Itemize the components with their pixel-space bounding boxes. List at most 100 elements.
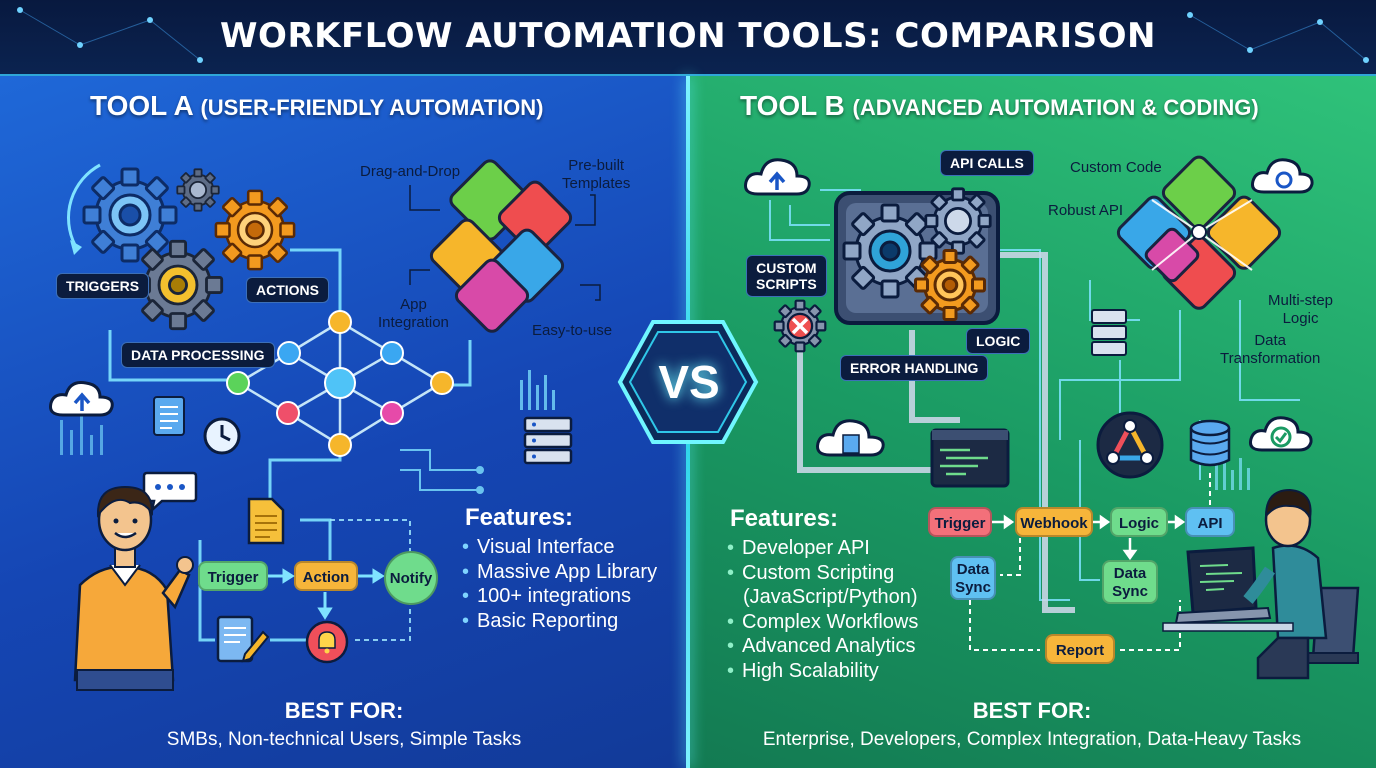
- edit-document-icon: [216, 615, 270, 663]
- vs-hexagon-badge: [617, 320, 759, 444]
- developer-avatar-illustration: [1162, 488, 1360, 680]
- tool-b-data-sync-right-line1: Data: [1113, 565, 1147, 582]
- feature-item-text: Basic Reporting: [477, 609, 619, 632]
- tool-b-flow-trigger: Trigger: [928, 507, 992, 537]
- error-gear-icon: [773, 299, 827, 353]
- document-icon: [153, 396, 185, 436]
- tool-b-flow-api: API: [1185, 507, 1235, 537]
- gears-cluster-icon: [67, 163, 296, 331]
- tool-a-best-for-text: SMBs, Non-technical Users, Simple Tasks: [166, 729, 522, 750]
- tool-b-flow-data-sync-left: Data Sync: [950, 556, 996, 600]
- drag-drop-label: Drag-and-Drop: [360, 163, 461, 180]
- custom-scripts-label: CUSTOM SCRIPTS: [746, 255, 827, 297]
- data-processing-label: DATA PROCESSING: [121, 342, 275, 368]
- database-icon: [1189, 419, 1231, 467]
- clock-icon: [203, 417, 241, 455]
- app-integration-label: App Integration: [378, 296, 449, 332]
- feature-item-text: Advanced Analytics: [742, 635, 916, 657]
- multistep-logic-label: Multi-step Logic: [1268, 292, 1333, 328]
- prebuilt-line1: Pre-built: [568, 157, 625, 174]
- code-machine-gears-icon: [834, 187, 1000, 325]
- server-stack-icon: [1091, 309, 1127, 356]
- tool-a-connector-lines: [60, 248, 555, 642]
- data-transformation-line1: Data: [1254, 332, 1286, 349]
- data-transformation-line2: Transformation: [1220, 350, 1321, 367]
- feature-item: •Basic Reporting: [462, 609, 657, 634]
- data-transformation-label: Data Transformation: [1220, 332, 1320, 368]
- tool-a-title-main: TOOL A: [90, 90, 193, 121]
- custom-scripts-line2: SCRIPTS: [756, 276, 817, 292]
- bullet-icon: •: [462, 585, 470, 607]
- app-integration-line2: Integration: [378, 314, 449, 331]
- tool-a-flow-action: Action: [294, 561, 358, 591]
- cloud-upload-icon: [49, 381, 114, 417]
- prebuilt-templates-label: Pre-built Templates: [562, 157, 630, 193]
- feature-item: • Advanced Analytics: [727, 634, 918, 659]
- tool-a-flow-notify: Notify: [384, 551, 438, 605]
- bell-alert-icon: [305, 620, 349, 664]
- feature-item-text: High Scalability: [742, 659, 879, 682]
- puzzle-network-icon: [1116, 155, 1282, 310]
- tool-b-flow-report: Report: [1045, 634, 1115, 664]
- feature-item-text: Massive App Library: [477, 560, 658, 583]
- tool-b-data-sync-left-line2: Sync: [955, 579, 991, 596]
- user-avatar-illustration: [73, 485, 194, 691]
- code-window-icon: [930, 428, 1010, 488]
- feature-item: • Massive App Library: [462, 560, 657, 585]
- file-sheet-icon: [247, 497, 285, 545]
- hub-network-icon: [1096, 411, 1164, 479]
- easy-to-use-label: Easy-to-use: [532, 322, 613, 339]
- feature-item: • Complex Workflows: [727, 610, 918, 635]
- custom-scripts-line1: CUSTOM: [756, 260, 817, 276]
- feature-item-text: Complex Workflows: [742, 610, 919, 633]
- tool-b-features-title: Features:: [730, 505, 839, 532]
- feature-item-text: Visual Interface: [477, 536, 615, 558]
- error-handling-label: ERROR HANDLING: [840, 355, 989, 381]
- tool-b-data-sync-right-line2: Sync: [1112, 583, 1148, 600]
- tool-b-best-for-title: BEST FOR:: [972, 698, 1092, 723]
- tool-b-best-for-text: Enterprise, Developers, Complex Integrat…: [762, 729, 1302, 750]
- tool-a-flow-notify-label: Notify: [389, 570, 433, 587]
- bullet-icon: •: [727, 659, 735, 682]
- feature-item: • High Scalability: [727, 659, 918, 684]
- feature-item-text: Developer API: [742, 537, 870, 559]
- feature-item: • Developer API: [727, 536, 918, 561]
- tool-b-title-sub: (ADVANCED AUTOMATION & CODING): [852, 95, 1259, 120]
- tool-a-best-for-title: BEST FOR:: [284, 698, 404, 723]
- feature-item-text: 100+ integrations: [477, 585, 632, 607]
- tool-b-title: TOOL B (ADVANCED AUTOMATION & CODING): [740, 90, 1259, 122]
- tool-b-flow-logic: Logic: [1110, 507, 1168, 537]
- tool-a-features-list: • Visual Interface • Massive App Library • 10…: [462, 535, 657, 633]
- bullet-icon: •: [462, 560, 470, 583]
- cloud-sync-icon: [744, 158, 811, 196]
- bullet-icon: •: [727, 635, 735, 657]
- tool-a-title-sub: (USER-FRIENDLY AUTOMATION): [200, 95, 544, 120]
- cloud-building-icon: [816, 419, 885, 457]
- tool-b-flow-data-sync-right: Data Sync: [1102, 560, 1158, 604]
- multistep-line2: Logic: [1282, 310, 1319, 327]
- puzzle-callout-lines: [0, 0, 688, 768]
- feature-item: • Custom Scripting: [727, 561, 918, 586]
- server-rack-icon: [523, 416, 573, 465]
- tool-b-features-list: • Developer API • Custom Scripting(JavaScri…: [727, 536, 918, 683]
- bullet-icon: •: [727, 610, 735, 633]
- puzzle-pieces-icon: [429, 159, 573, 333]
- api-calls-label: API CALLS: [940, 150, 1034, 176]
- feature-item: (JavaScript/Python): [727, 585, 918, 610]
- tool-b-flow-webhook: Webhook: [1015, 507, 1093, 537]
- tool-a-features-title: Features:: [465, 504, 574, 531]
- bullet-icon: •: [727, 537, 735, 559]
- triggers-label: TRIGGERS: [56, 273, 150, 299]
- bullet-icon: •: [462, 536, 470, 558]
- feature-item: • 100+ integrations: [462, 584, 657, 609]
- actions-label: ACTIONS: [246, 277, 329, 303]
- tool-b-data-sync-left-line1: Data: [956, 561, 990, 578]
- tool-a-flow-arrows: [268, 568, 385, 620]
- prebuilt-line2: Templates: [562, 175, 631, 192]
- bullet-icon: •: [727, 561, 735, 584]
- cloud-check-icon: [1249, 416, 1313, 452]
- custom-code-label: Custom Code: [1070, 159, 1162, 176]
- chat-bubble-icon: [142, 471, 198, 514]
- vs-label: VS: [658, 356, 720, 408]
- feature-item-text: Custom Scripting: [742, 561, 895, 584]
